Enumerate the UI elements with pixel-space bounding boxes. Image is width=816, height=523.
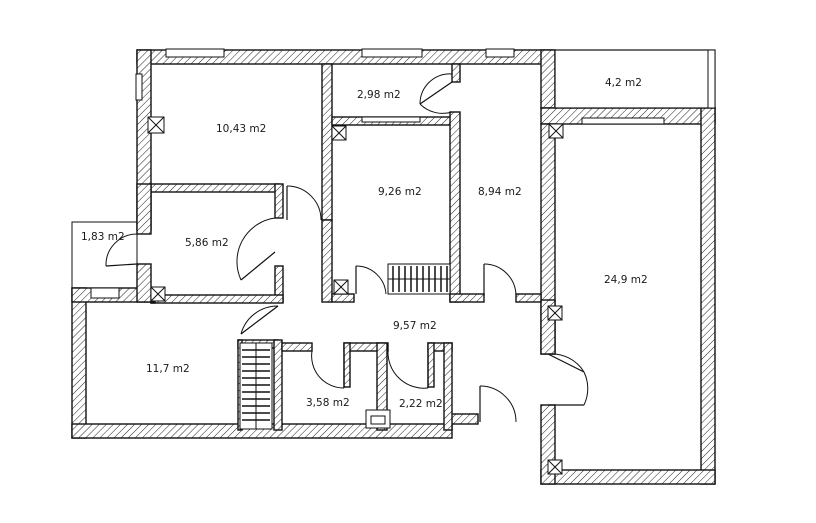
balcony-outline	[554, 49, 716, 109]
room-area-label: 8,94 m2	[478, 186, 522, 198]
room-area-label: 2,98 m2	[357, 89, 401, 101]
ventilation-shafts	[147, 116, 564, 475]
room-area-label: 10,43 m2	[216, 123, 266, 135]
shaft-icon	[547, 305, 563, 321]
shaft-icon	[547, 459, 563, 475]
room-area-label: 5,86 m2	[185, 237, 229, 249]
room-area-label: 4,2 m2	[605, 77, 642, 89]
doors	[105, 73, 589, 423]
room-area-label: 3,58 m2	[306, 397, 350, 409]
room-area-label: 9,57 m2	[393, 320, 437, 332]
room-area-label: 2,22 m2	[399, 398, 443, 410]
room-area-label: 11,7 m2	[146, 363, 190, 375]
shaft-icon	[150, 286, 166, 302]
room-area-label: 1,83 m2	[81, 231, 125, 243]
room-area-label: 9,26 m2	[378, 186, 422, 198]
room-labels: 10,43 m2 2,98 m2 4,2 m2 1,83 m2 5,86 m2 …	[81, 77, 648, 410]
shaft-icon	[548, 123, 564, 139]
shaft-icon	[147, 116, 165, 134]
wardrobe-bedroom	[387, 263, 451, 295]
wardrobe-hall	[239, 342, 273, 430]
shaft-icon	[333, 279, 349, 295]
room-area-label: 24,9 m2	[604, 274, 648, 286]
shaft-icon	[331, 125, 347, 141]
windows	[90, 48, 665, 299]
interior-walls	[71, 63, 542, 431]
